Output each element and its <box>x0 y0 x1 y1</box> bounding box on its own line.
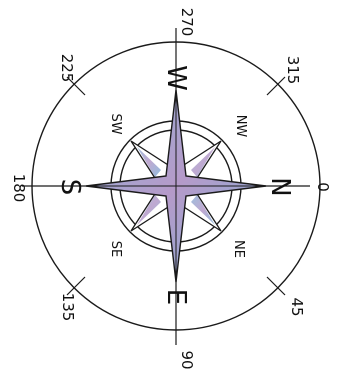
intercardinal-label-nw: NW <box>233 115 248 138</box>
degree-label-225: 225 <box>58 54 76 83</box>
intercardinal-label-ne: NE <box>231 240 246 258</box>
tick-45 <box>267 277 285 295</box>
cardinal-label-e: E <box>161 289 191 305</box>
degree-label-135: 135 <box>59 293 77 322</box>
degree-label-315: 315 <box>284 56 302 85</box>
degree-label-180: 180 <box>10 174 28 203</box>
cardinal-label-w: W <box>161 65 191 91</box>
intercardinal-label-sw: SW <box>108 113 123 134</box>
cardinal-label-n: N <box>265 177 295 196</box>
degree-label-270: 270 <box>178 8 196 37</box>
degree-label-0: 0 <box>314 182 332 192</box>
degree-label-90: 90 <box>178 350 196 369</box>
intercardinal-label-se: SE <box>108 241 123 257</box>
tick-315 <box>267 77 285 95</box>
degree-label-45: 45 <box>288 297 306 316</box>
cardinal-label-s: S <box>55 179 85 196</box>
